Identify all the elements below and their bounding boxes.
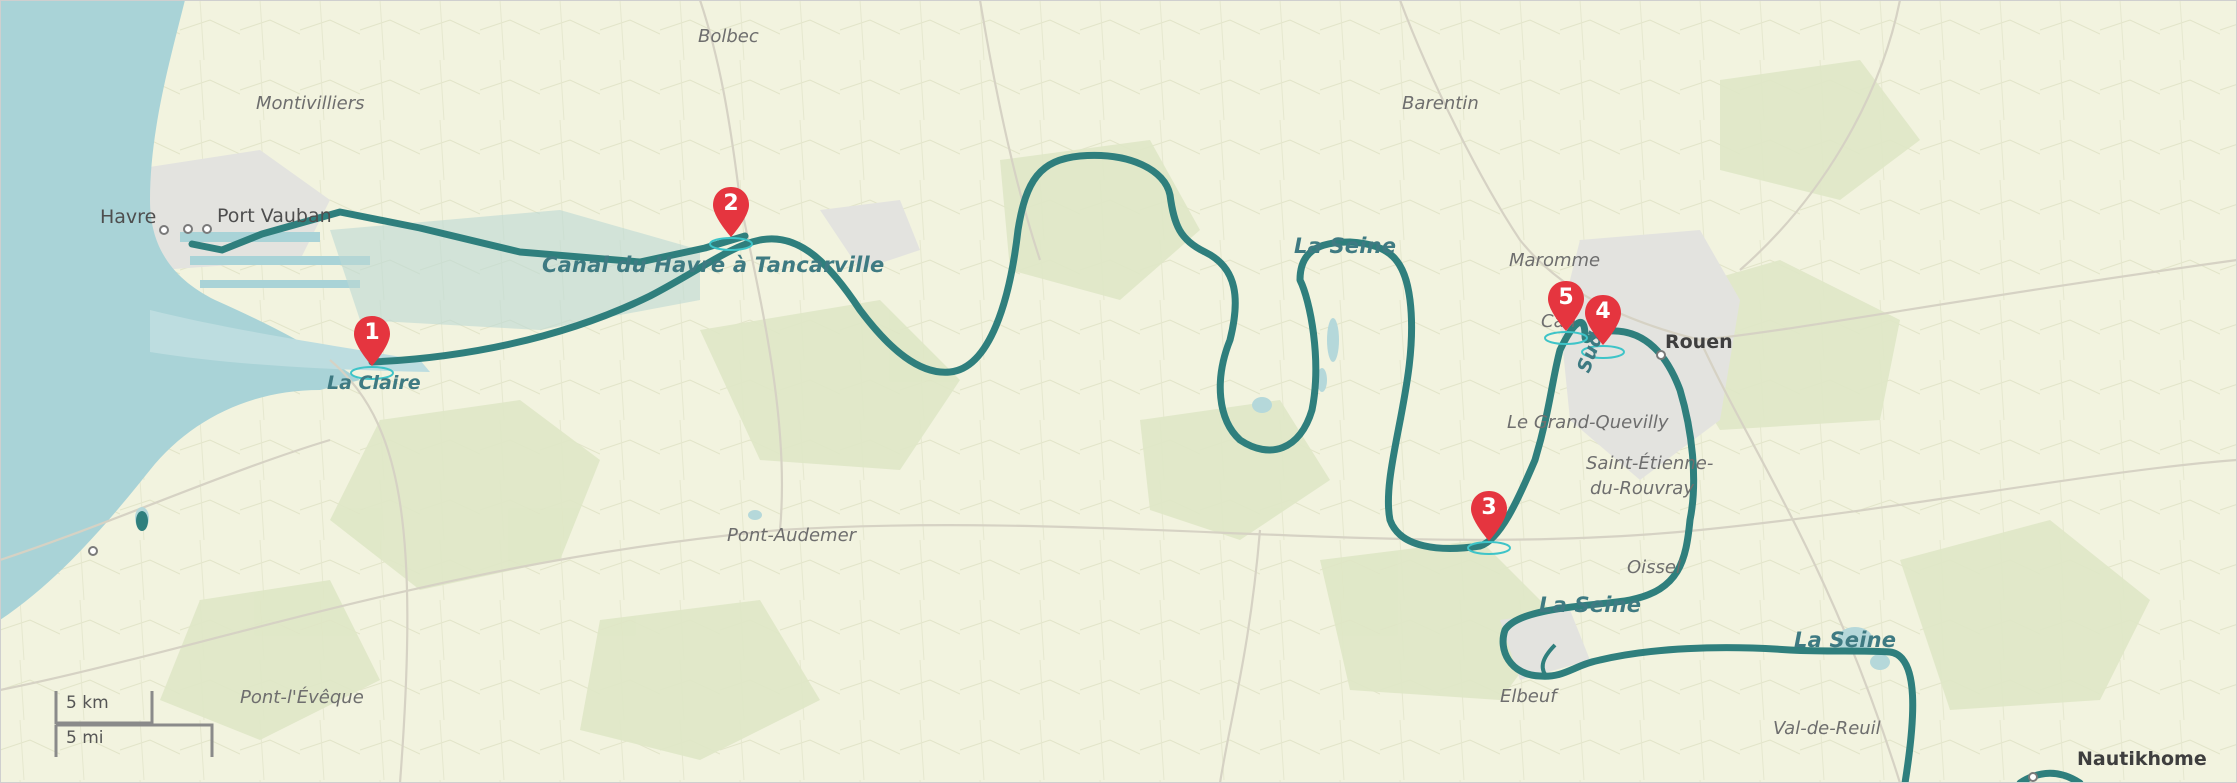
place-nautikhome: Nautikhome: [2077, 748, 2207, 770]
place-rouen: Rouen: [1665, 331, 1733, 353]
place-elbeuf: Elbeuf: [1500, 686, 1557, 707]
waterway-seine-1: La Seine: [1294, 234, 1397, 258]
place-grand-quevilly: Le Grand-Quevilly: [1507, 412, 1669, 433]
waterway-seine-3: La Seine: [1794, 628, 1897, 652]
rouen-dot: [1656, 350, 1666, 360]
route-marker-5[interactable]: 5: [1546, 279, 1586, 333]
scale-mi: 5 mi: [66, 728, 104, 748]
marker-number: 3: [1481, 495, 1497, 520]
place-barentin: Barentin: [1402, 93, 1479, 114]
map-pin-icon: [1548, 281, 1584, 331]
place-oissel: Oissel: [1627, 557, 1681, 578]
scale-km: 5 km: [66, 693, 109, 713]
map-pin-icon: [713, 187, 749, 237]
route-marker-2[interactable]: 2: [711, 185, 751, 239]
port-dot-2: [202, 224, 212, 234]
map-pin-icon: [354, 316, 390, 366]
port-dot-1: [183, 224, 193, 234]
place-pont-leveque: Pont-l'Évêque: [240, 687, 364, 708]
route-marker-1[interactable]: 1: [352, 314, 392, 368]
place-maromme: Maromme: [1509, 250, 1601, 271]
place-bolbec: Bolbec: [698, 26, 759, 47]
scale-bar: 5 km 5 mi: [54, 689, 214, 759]
route-marker-3[interactable]: 3: [1469, 489, 1509, 543]
scale-bar-lines: [54, 691, 214, 757]
map-pin-icon: [1471, 491, 1507, 541]
place-montivilliers: Montivilliers: [256, 93, 365, 114]
place-val-de-reuil: Val-de-Reuil: [1773, 718, 1881, 739]
place-port-vauban: Port Vauban: [217, 205, 332, 227]
route-marker-4[interactable]: 4: [1583, 293, 1623, 347]
waterway-seine-2: La Seine: [1539, 593, 1642, 617]
havre-dot: [159, 225, 169, 235]
map-pin-icon: [1585, 295, 1621, 345]
place-pont-audemer: Pont-Audemer: [727, 525, 857, 546]
marker-number: 1: [364, 320, 380, 345]
place-la-claire: La Claire: [327, 372, 421, 394]
place-saint-etienne-1: Saint-Étienne-: [1586, 453, 1714, 474]
place-saint-etienne-2: du-Rouvray: [1590, 478, 1694, 499]
waterway-canal: Canal du Havre à Tancarville: [542, 253, 885, 277]
marker-number: 5: [1558, 285, 1574, 310]
marker-number: 2: [723, 191, 739, 216]
coast-dot: [88, 546, 98, 556]
place-havre: Havre: [100, 206, 157, 228]
nautikhome-dot: [2028, 772, 2038, 782]
marker-number: 4: [1595, 299, 1611, 324]
